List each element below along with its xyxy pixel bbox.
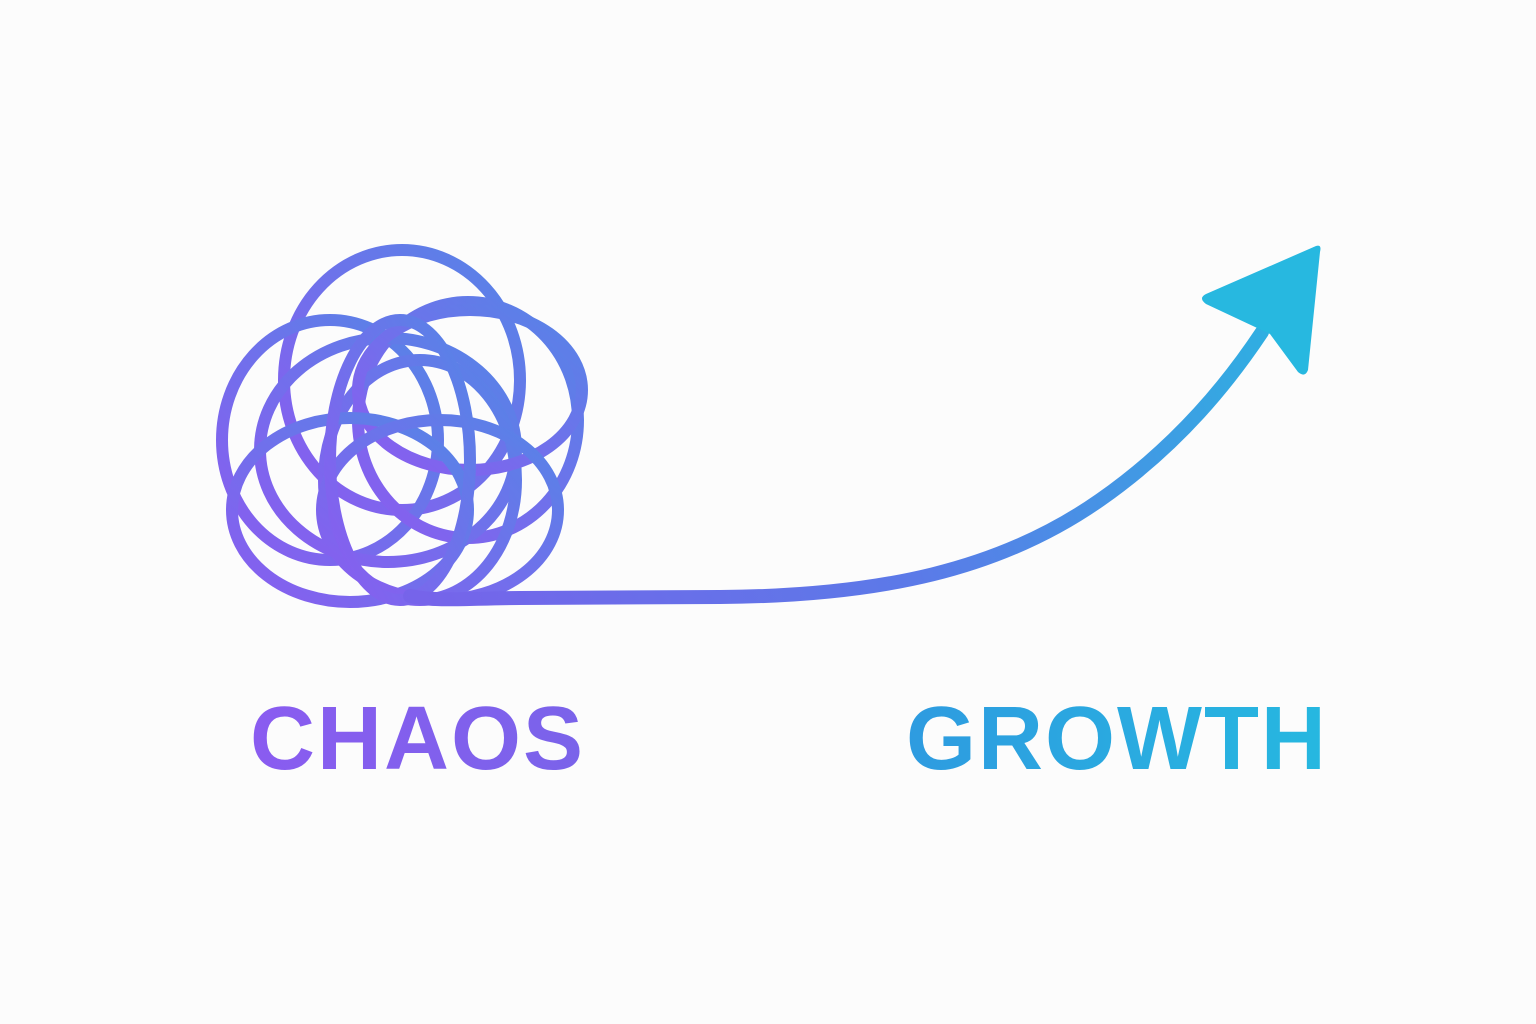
upward-curve-arrow <box>403 325 1269 607</box>
arrowhead-icon <box>1202 245 1321 375</box>
chaos-label: CHAOS <box>250 689 586 789</box>
growth-label: GROWTH <box>906 689 1328 789</box>
tangled-scribble-icon <box>216 244 588 608</box>
